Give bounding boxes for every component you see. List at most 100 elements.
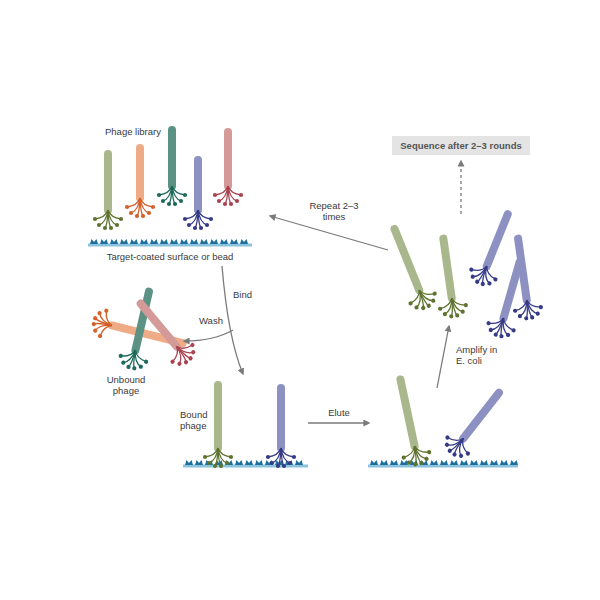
phage-tip	[183, 359, 189, 365]
step-label: Bind	[233, 289, 252, 300]
phage-tip	[427, 450, 432, 455]
phage	[157, 130, 187, 206]
phage-tip	[121, 360, 126, 365]
phage-fiber	[95, 322, 112, 334]
phage-tip	[173, 202, 177, 206]
phage	[93, 154, 123, 230]
phage-stem	[277, 388, 285, 448]
phage-tip	[270, 461, 274, 465]
target-molecule	[120, 239, 128, 244]
phage-stem	[168, 130, 176, 186]
phage-fiber	[415, 443, 430, 455]
phage-stem	[214, 385, 222, 448]
phage-tip	[518, 314, 523, 319]
phage-tip	[458, 453, 464, 459]
phage-tip	[103, 226, 107, 230]
phage-fiber	[132, 350, 144, 367]
phage-tip	[474, 279, 479, 284]
phage	[439, 383, 511, 463]
phage-fiber	[108, 210, 121, 219]
phage-tip	[538, 305, 543, 310]
phage-tip	[209, 217, 213, 221]
phage-tip	[217, 199, 221, 203]
phage-fiber	[419, 287, 433, 304]
phage-tip	[530, 315, 535, 320]
phage-fiber	[177, 341, 194, 358]
step-label: Amplify in E. coli	[456, 344, 508, 366]
amplify-arrow	[437, 326, 449, 388]
phage-tip	[118, 353, 123, 358]
step-label: Elute	[328, 407, 350, 418]
phage-tip	[135, 214, 139, 218]
phage-stem	[463, 393, 499, 439]
phage-tip	[219, 464, 223, 468]
phage-fiber	[281, 448, 294, 457]
phage-tip	[98, 333, 103, 338]
phage-tip	[104, 308, 109, 313]
phage-stem	[487, 214, 508, 266]
target-molecule	[150, 239, 158, 244]
phage-tip	[132, 366, 137, 371]
phage-tip	[430, 298, 435, 303]
target-molecule	[450, 460, 458, 465]
phage-tip	[420, 305, 425, 310]
target-molecule	[220, 239, 228, 244]
phage-tip	[426, 303, 431, 308]
target-surface	[368, 460, 518, 466]
phage-tip	[188, 355, 194, 361]
phage-tip	[488, 327, 493, 332]
phage-tip	[470, 274, 475, 279]
phage-tip	[205, 223, 209, 227]
phage-tip	[91, 321, 96, 326]
phage-tip	[207, 461, 211, 465]
phage-tip	[138, 364, 143, 369]
phage-stem	[518, 239, 527, 300]
target-molecule	[90, 239, 98, 244]
phage-tip	[414, 305, 419, 310]
wash-arrow	[184, 330, 233, 341]
phage-fiber	[499, 318, 512, 335]
phage-tip	[119, 217, 123, 221]
phage	[428, 237, 469, 321]
target-molecule	[240, 239, 248, 244]
phage-tip	[463, 303, 468, 308]
target-molecule	[295, 460, 303, 465]
phage-tip	[157, 193, 161, 197]
phage-tip	[455, 313, 460, 318]
target-molecule	[235, 460, 243, 465]
phage	[386, 376, 434, 468]
phage-tip	[486, 321, 491, 326]
target-molecule	[470, 460, 478, 465]
target-molecule	[190, 239, 198, 244]
phage-tip	[161, 199, 165, 203]
phage-tip	[179, 199, 183, 203]
phage	[503, 237, 544, 323]
phage-fiber	[458, 438, 474, 453]
step-label: Wash	[199, 315, 223, 326]
phage-tip	[406, 460, 411, 465]
phage-tip	[447, 448, 453, 454]
phage-tip	[292, 455, 296, 459]
phage-tip	[449, 314, 454, 319]
step-label: Phage library	[105, 126, 161, 137]
phage-stem	[194, 160, 202, 210]
phage-tip	[444, 435, 450, 441]
target-molecule	[380, 460, 388, 465]
target-surface	[88, 239, 252, 245]
phage-tip	[223, 202, 227, 206]
phage-stem	[443, 239, 451, 298]
phage-tip	[524, 316, 529, 321]
phage-tip	[126, 364, 131, 369]
step-label: Repeat 2–3 times	[309, 200, 359, 222]
phage-fiber	[218, 448, 231, 457]
phage-tip	[229, 202, 233, 206]
phage-tip	[469, 267, 474, 272]
phage-tip	[97, 311, 102, 316]
phage	[381, 223, 441, 314]
phage	[125, 148, 155, 218]
target-molecule	[200, 239, 208, 244]
phage-fiber	[140, 198, 153, 207]
target-molecule	[130, 239, 138, 244]
phage-tip	[177, 361, 183, 367]
